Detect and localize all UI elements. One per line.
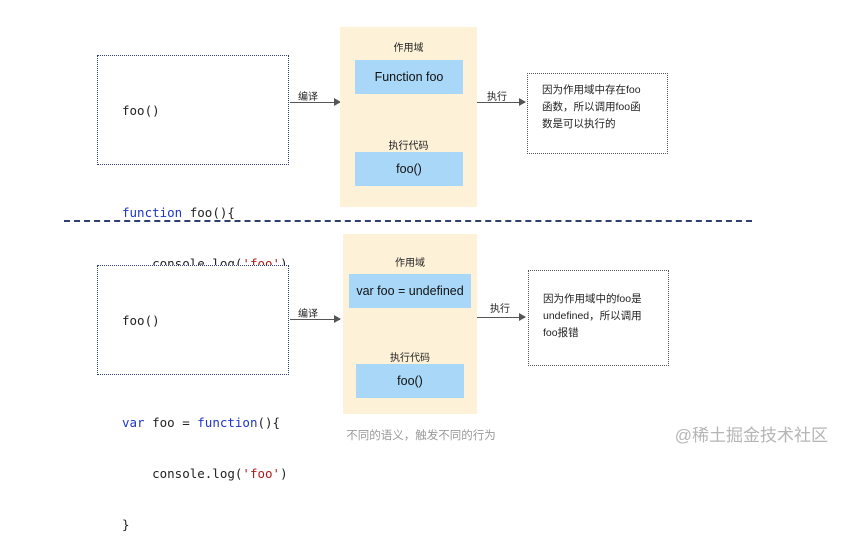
exec-code-label: 执行代码	[388, 141, 429, 152]
bottom-code-box: foo() var foo = function(){ console.log(…	[97, 265, 289, 532]
code-line: foo()	[122, 313, 160, 328]
scope-value: var foo = undefined	[349, 274, 471, 308]
watermark: @稀土掘金技术社区	[674, 426, 828, 445]
code-line	[122, 153, 288, 170]
section-divider	[64, 220, 752, 222]
code-text: (){	[257, 415, 281, 430]
execute-label: 执行	[490, 304, 510, 315]
code-line: console.log('foo')	[122, 465, 288, 482]
code-line: foo()	[122, 103, 160, 118]
code-keyword: function	[197, 415, 258, 430]
execute-arrow	[477, 313, 526, 321]
scope-label: 作用域	[395, 258, 425, 269]
execute-label: 执行	[487, 92, 507, 103]
result-line: undefined，所以调用	[543, 310, 642, 322]
compile-label: 编译	[298, 92, 318, 103]
code-line: }	[122, 517, 130, 532]
compile-label: 编译	[298, 309, 318, 320]
compile-arrow	[290, 315, 341, 323]
code-text: foo =	[144, 415, 198, 430]
compile-arrow	[290, 98, 341, 106]
code-line	[122, 363, 288, 380]
code-text: console.log(	[122, 466, 243, 481]
result-line: foo报错	[543, 327, 579, 339]
code-line: var foo = function(){	[122, 414, 288, 431]
code-text: )	[280, 466, 288, 481]
figure-caption: 不同的语义，触发不同的行为	[346, 430, 496, 442]
code-line: function foo(){	[122, 204, 288, 221]
code-text: )	[280, 256, 288, 271]
top-result-box: 因为作用域中存在foo 函数，所以调用foo函 数是可以执行的	[527, 73, 668, 154]
exec-code-value: foo()	[356, 364, 464, 398]
bottom-result-box: 因为作用域中的foo是 undefined，所以调用 foo报错	[528, 270, 669, 366]
result-line: 函数，所以调用foo函	[542, 101, 641, 113]
scope-label: 作用域	[393, 43, 424, 54]
exec-code-value: foo()	[355, 152, 463, 186]
result-line: 因为作用域中存在foo	[542, 84, 641, 96]
result-line: 数是可以执行的	[542, 118, 616, 130]
code-keyword: var	[122, 415, 145, 430]
code-string: 'foo'	[242, 466, 281, 481]
result-line: 因为作用域中的foo是	[543, 293, 642, 305]
bottom-compile-panel: 作用域 var foo = undefined 执行代码 foo()	[343, 234, 477, 414]
scope-value: Function foo	[355, 60, 463, 94]
top-code-box: foo() function foo(){ console.log('foo')…	[97, 55, 289, 322]
exec-code-label: 执行代码	[390, 353, 430, 364]
top-compile-panel: 作用域 Function foo 执行代码 foo()	[340, 27, 477, 207]
execute-arrow	[477, 98, 526, 106]
code-keyword: function	[122, 205, 183, 220]
code-text: foo(){	[182, 205, 235, 220]
